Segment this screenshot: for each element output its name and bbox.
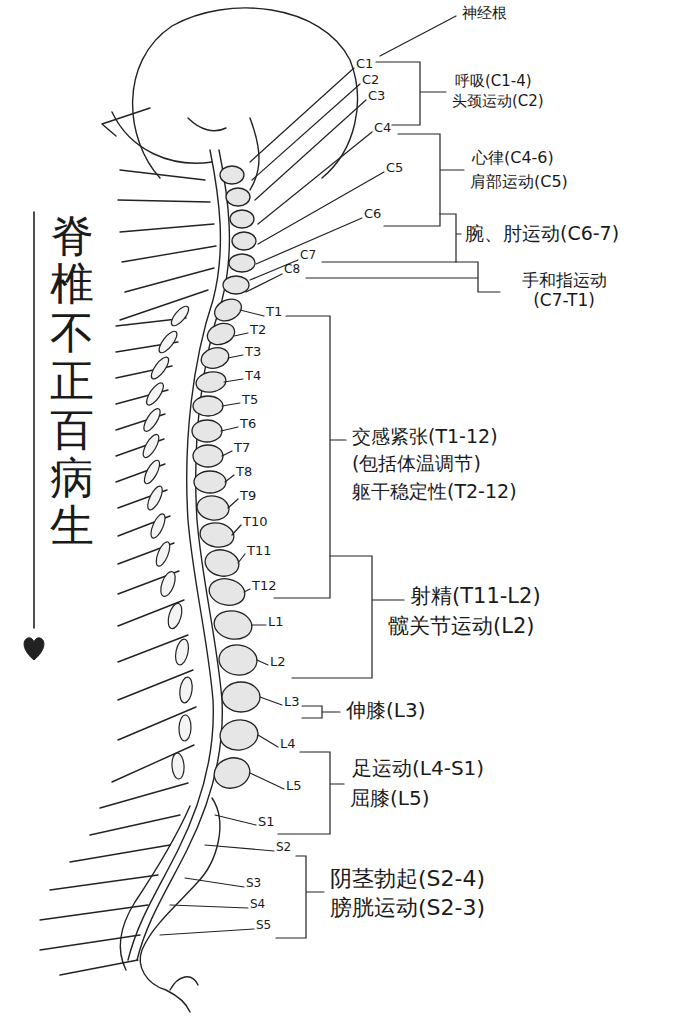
vertebra-label: T7: [234, 440, 250, 456]
vertebra-label: T6: [240, 416, 256, 432]
vertebra-label: C2: [362, 72, 379, 88]
vertebra-label: T2: [250, 322, 266, 338]
vertebra-label: C3: [368, 88, 385, 104]
vertebra-label: C5: [386, 160, 403, 176]
vertical-title: 脊椎不正百病生: [50, 212, 94, 551]
function-text: 腕、肘运动(C6-7): [465, 222, 619, 245]
vertebra-label: T1: [266, 304, 282, 320]
vertebra-label: S4: [250, 897, 265, 911]
vertebra-label: C7: [300, 248, 316, 262]
function-text: 膀胱运动(S2-3): [330, 895, 485, 921]
vertebra-label: T9: [240, 488, 256, 504]
skull-outline: [133, 8, 358, 178]
vertebra-label: C4: [374, 120, 391, 136]
function-text: 心律(C4-6): [472, 148, 554, 167]
function-text: 足运动(L4-S1): [352, 756, 484, 780]
vertebra-label: L1: [268, 614, 284, 630]
function-text: 头颈运动(C2): [452, 92, 544, 110]
nerve-root-label: 神经根: [462, 4, 507, 22]
heart-symbol: [24, 638, 44, 660]
function-text: 呼吸(C1-4): [455, 72, 532, 90]
vertebra-label: L4: [280, 736, 296, 752]
vertebra-label: S1: [258, 814, 275, 830]
function-text: 伸膝(L3): [346, 698, 425, 722]
vertebra-label: S3: [246, 876, 261, 890]
vertebra-label: T10: [243, 514, 267, 530]
vertebra-label: T3: [245, 344, 261, 360]
vertebra-label: C6: [364, 206, 381, 222]
function-text: (包括体温调节): [352, 452, 481, 475]
vertebra-label: C1: [356, 56, 373, 72]
function-text: 手和指运动 (C7-T1): [505, 270, 623, 311]
vertebra-label: T12: [252, 578, 276, 594]
vertebra-label: L5: [286, 778, 302, 794]
vertebra-bodies: [192, 166, 260, 792]
nerve-lines: [40, 170, 216, 975]
function-text: 射精(T11-L2): [410, 584, 541, 609]
vertebra-label: C8: [284, 262, 300, 276]
function-text: 肩部运动(C5): [470, 172, 568, 191]
function-text: 阴茎勃起(S2-4): [330, 866, 485, 892]
vertebra-label: S2: [276, 840, 291, 854]
vertebra-label: T11: [247, 543, 271, 559]
vertebra-label: T4: [245, 368, 261, 384]
vertebra-label: L2: [270, 654, 286, 670]
function-text: 交感紧张(T1-12): [352, 425, 498, 448]
leader-lines: [34, 16, 500, 938]
function-text: 躯干稳定性(T2-12): [352, 480, 517, 503]
vertebra-label: T5: [242, 392, 258, 408]
vertebra-label: T8: [236, 464, 252, 480]
function-text: 屈膝(L5): [350, 786, 429, 810]
function-text: 髋关节运动(L2): [388, 614, 534, 639]
vertebra-label: L3: [284, 694, 300, 710]
spinous-processes: [140, 304, 194, 780]
vertebra-label: S5: [256, 918, 271, 932]
